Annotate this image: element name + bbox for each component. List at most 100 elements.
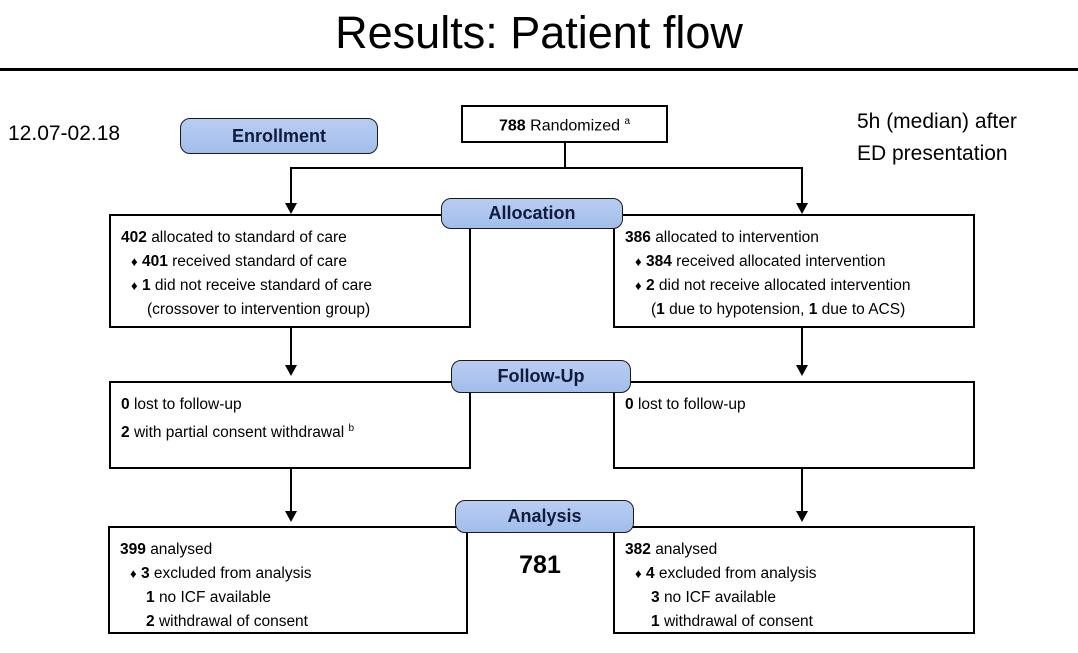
randomized-text: 788 Randomized a (499, 112, 630, 136)
allocation-right-count: 386 (625, 229, 651, 246)
analysis-left-excluded-text: excluded from analysis (153, 565, 312, 582)
allocation-right-text: allocated to intervention (655, 229, 819, 246)
analysis-right-excluded-count: 4 (645, 565, 655, 582)
analysis-box-right: 382 analysed ♦ 4 excluded from analysis … (613, 526, 975, 634)
timing-note-line2: ED presentation (857, 142, 1008, 165)
allocation-left-item-1-count: 1 (141, 277, 151, 294)
connector-split-right-drop (801, 167, 803, 205)
analysis-right-body: 382 analysed ♦ 4 excluded from analysis … (625, 538, 967, 634)
analysis-left-reason-0-text: no ICF available (158, 589, 271, 606)
stage-banner-followup: Follow-Up (451, 360, 631, 393)
connector-followup-right-to-analysis (801, 469, 803, 513)
followup-left-line-1-count: 2 (121, 424, 130, 442)
allocation-left-item-1: ♦ 1 did not receive standard of care (121, 274, 463, 298)
analysis-right-reason-1: 1 withdrawal of consent (625, 610, 967, 634)
connector-alloc-right-to-followup (801, 328, 803, 367)
bullet-icon: ♦ (635, 254, 642, 269)
followup-left-line-0-count: 0 (121, 396, 130, 413)
analysis-left-reason-1-count: 2 (146, 613, 155, 630)
followup-left-body: 0 lost to follow-up 2 with partial conse… (121, 393, 463, 445)
analysis-right-headline: 382 analysed (625, 538, 967, 562)
stage-banner-enrollment: Enrollment (180, 118, 378, 154)
analysis-left-headline: 399 analysed (120, 538, 460, 562)
analysis-right-reason-0-count: 3 (651, 589, 660, 606)
allocation-left-body: 402 allocated to standard of care ♦ 401 … (121, 226, 463, 322)
arrow-split-right (796, 203, 808, 214)
arrow-analysis-right (796, 511, 808, 522)
connector-followup-left-to-analysis (290, 469, 292, 513)
allocation-right-item-0-text: received allocated intervention (676, 253, 886, 270)
allocation-box-right: 386 allocated to intervention ♦ 384 rece… (613, 214, 975, 328)
timing-note-line1: 5h (median) after (857, 110, 1017, 133)
bullet-icon: ♦ (130, 566, 137, 581)
allocation-right-body: 386 allocated to intervention ♦ 384 rece… (625, 226, 967, 322)
connector-alloc-left-to-followup (290, 328, 292, 367)
allocation-right-item-1: ♦ 2 did not receive allocated interventi… (625, 274, 967, 298)
followup-box-left: 0 lost to follow-up 2 with partial conse… (109, 381, 471, 469)
analysis-right-excluded-text: excluded from analysis (658, 565, 817, 582)
allocation-right-subnote-count-2: 1 (808, 301, 818, 318)
allocation-right-subnote: (1 due to hypotension, 1 due to ACS) (651, 301, 906, 318)
bullet-icon: ♦ (635, 278, 642, 293)
allocation-left-item-1-text: did not receive standard of care (154, 277, 373, 294)
stage-banner-allocation: Allocation (441, 198, 623, 229)
analysis-left-body: 399 analysed ♦ 3 excluded from analysis … (120, 538, 460, 634)
analysis-right-reason-1-count: 1 (651, 613, 660, 630)
followup-right-line-0: 0 lost to follow-up (625, 393, 967, 417)
followup-left-line-0-text: lost to follow-up (133, 396, 242, 413)
page-title: Results: Patient flow (335, 7, 743, 58)
analysis-left-reason-1-text: withdrawal of consent (158, 613, 308, 630)
connector-randomize-stem (564, 143, 566, 168)
analysis-right-text: analysed (655, 541, 718, 558)
allocation-right-item-0-count: 384 (645, 253, 672, 270)
allocation-left-item-0-text: received standard of care (172, 253, 348, 270)
allocation-right-headline: 386 allocated to intervention (625, 226, 967, 250)
followup-right-line-0-text: lost to follow-up (637, 396, 746, 413)
followup-box-right: 0 lost to follow-up (613, 381, 975, 469)
followup-left-line-1: 2 with partial consent withdrawal b (121, 417, 463, 445)
bullet-icon: ♦ (131, 278, 138, 293)
analysis-right-reason-0: 3 no ICF available (625, 586, 967, 610)
analysis-right-excluded: ♦ 4 excluded from analysis (625, 562, 967, 586)
arrow-split-left (285, 203, 297, 214)
arrow-followup-right (796, 365, 808, 376)
stage-banner-analysis: Analysis (455, 500, 634, 533)
allocation-left-subnote: (crossover to intervention group) (147, 301, 371, 318)
arrow-followup-left (285, 365, 297, 376)
allocation-right-item-1-text: did not receive allocated intervention (658, 277, 911, 294)
allocation-left-text: allocated to standard of care (151, 229, 347, 246)
randomized-footnote: a (624, 115, 630, 127)
allocation-right-item-0: ♦ 384 received allocated intervention (625, 250, 967, 274)
randomized-label: Randomized (530, 117, 620, 135)
title-divider (0, 68, 1078, 71)
analysis-left-excluded-count: 3 (140, 565, 150, 582)
allocation-left-headline: 402 allocated to standard of care (121, 226, 463, 250)
analysis-left-excluded: ♦ 3 excluded from analysis (120, 562, 460, 586)
followup-left-line-0: 0 lost to follow-up (121, 393, 463, 417)
analysis-box-left: 399 analysed ♦ 3 excluded from analysis … (108, 526, 468, 634)
allocation-right-item-1-count: 2 (645, 277, 655, 294)
arrow-analysis-left (285, 511, 297, 522)
analysis-right-count: 382 (625, 541, 651, 558)
allocation-box-left: 402 allocated to standard of care ♦ 401 … (109, 214, 471, 328)
randomized-box: 788 Randomized a (461, 105, 668, 143)
analysis-left-reason-0: 1 no ICF available (120, 586, 460, 610)
followup-left-line-1-footnote: b (348, 423, 355, 434)
bullet-icon: ♦ (131, 254, 138, 269)
analysis-left-reason-0-count: 1 (146, 589, 155, 606)
analysis-right-reason-0-text: no ICF available (663, 589, 776, 606)
allocation-left-item-0-count: 401 (141, 253, 168, 270)
analysis-total: 781 (519, 551, 561, 579)
followup-right-line-0-count: 0 (625, 396, 634, 413)
analysis-left-count: 399 (120, 541, 146, 558)
allocation-right-subnote-count-1: 1 (656, 301, 665, 318)
followup-right-body: 0 lost to follow-up (625, 393, 967, 417)
connector-split-left-drop (290, 167, 292, 205)
followup-left-line-1-text: with partial consent withdrawal (133, 424, 345, 442)
date-range-label: 12.07-02.18 (8, 122, 121, 145)
connector-split-bar (290, 167, 802, 169)
allocation-left-item-0: ♦ 401 received standard of care (121, 250, 463, 274)
allocation-left-count: 402 (121, 229, 147, 246)
analysis-left-text: analysed (150, 541, 213, 558)
analysis-right-reason-1-text: withdrawal of consent (663, 613, 813, 630)
